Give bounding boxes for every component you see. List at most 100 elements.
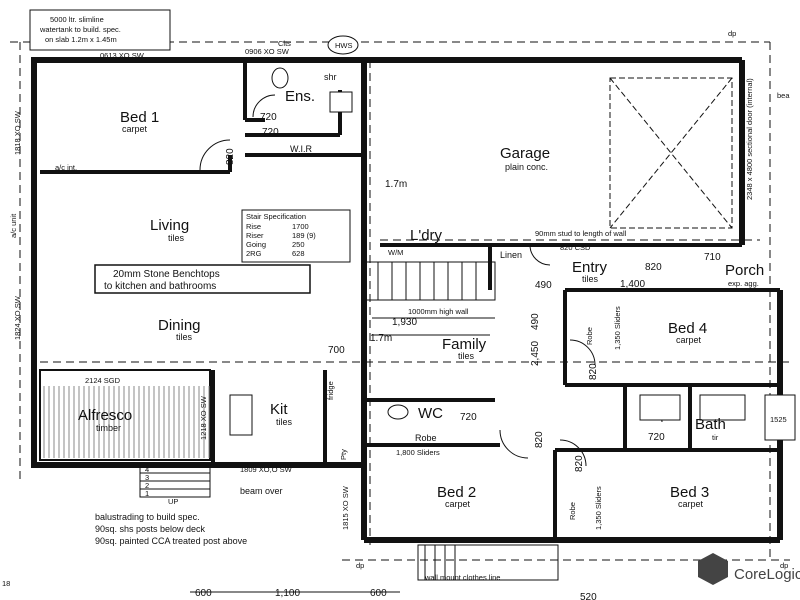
ac-unit-label: a/c unit xyxy=(9,213,18,238)
ac-int-label: a/c int. xyxy=(55,163,77,172)
clts-label: Clts xyxy=(278,39,291,48)
downpipe-3: dp xyxy=(780,561,788,570)
step-4: 4 xyxy=(145,465,149,474)
dim-520: 520 xyxy=(580,592,597,600)
alfresco-deck xyxy=(39,369,211,461)
downpipe-1: dp xyxy=(728,29,736,38)
dim-2450: 2,450 xyxy=(530,341,541,366)
sliders-bed4: 1,350 Sliders xyxy=(613,306,622,350)
robe-bed4: Robe xyxy=(585,327,594,345)
room-bed2: Bed 2 xyxy=(437,484,476,501)
window-code-side-2: 1824 XO SW xyxy=(13,295,22,340)
room-ensuite: Ens. xyxy=(285,88,315,105)
room-living: Living xyxy=(150,217,189,234)
window-code-side-3: 1218 XO SW xyxy=(199,395,208,440)
note-cca-post: 90sq. painted CCA treated post above xyxy=(95,536,247,546)
garage-car-space xyxy=(609,77,733,229)
wall-note: 1000mm high wall xyxy=(408,307,469,316)
note-beam-over: beam over xyxy=(240,486,283,496)
room-family-floor: tiles xyxy=(458,351,475,361)
room-washing-machine: W/M xyxy=(388,248,403,257)
dim-490: 490 xyxy=(535,280,552,291)
dim-600-right: 600 xyxy=(370,588,387,599)
door-swings xyxy=(199,94,663,467)
stair-spec-row-2-label: Riser xyxy=(246,231,264,240)
room-entry: Entry xyxy=(572,259,608,276)
dim-1809: 1809 XO,O SW xyxy=(240,465,293,474)
step-3: 3 xyxy=(145,473,149,482)
garage-door-note: 2348 x 4800 sectional door (internal) xyxy=(745,78,754,200)
room-bath-floor: tir xyxy=(712,433,719,442)
dim-600-left: 600 xyxy=(195,588,212,599)
interior-walls xyxy=(40,60,780,540)
dim-720-wir: 720 xyxy=(262,127,279,138)
room-porch: Porch xyxy=(725,262,764,279)
dim-720-bath: 720 xyxy=(648,432,665,443)
room-alfresco-floor: timber xyxy=(96,423,121,433)
note-clothes-line: wall mount clothes line xyxy=(424,573,500,582)
stair-spec-row-1-label: Rise xyxy=(246,222,261,231)
dim-720-wc: 720 xyxy=(460,412,477,423)
room-bed3: Bed 3 xyxy=(670,484,709,501)
eave-line xyxy=(10,41,790,561)
stair-treads xyxy=(364,261,496,301)
stair-spec-row-3-label: Going xyxy=(246,240,266,249)
note-shs-posts: 90sq. shs posts below deck xyxy=(95,524,206,534)
room-entry-floor: tiles xyxy=(582,274,599,284)
stairs-up-label: UP xyxy=(168,497,178,506)
dim-820-bed4: 820 xyxy=(588,363,599,380)
tank-note-line-3: on slab 1.2m x 1.45m xyxy=(45,35,117,44)
dim-1-7m-garage: 1.7m xyxy=(385,179,407,190)
room-kitchen-floor: tiles xyxy=(276,417,293,427)
downpipe-2: dp xyxy=(356,561,364,570)
dim-1400: 1,400 xyxy=(620,279,645,290)
robe-bed3: Robe xyxy=(568,502,577,520)
stair-spec-row-2-value: 189 (9) xyxy=(292,231,316,240)
bea-label: bea xyxy=(777,91,790,100)
dim-490-vertical: 490 xyxy=(530,313,541,330)
corelogic-watermark: CoreLogic xyxy=(734,566,800,583)
window-code-side-1: 1818 XO SW xyxy=(13,110,22,155)
room-bed4-floor: carpet xyxy=(676,335,702,345)
room-alfresco: Alfresco xyxy=(78,407,132,424)
stair-spec-row-1-value: 1700 xyxy=(292,222,309,231)
room-porch-floor: exp. agg. xyxy=(728,279,759,288)
dim-700: 700 xyxy=(328,345,345,356)
room-pantry: Pty xyxy=(339,449,348,460)
room-garage: Garage xyxy=(500,145,550,162)
room-wc: WC xyxy=(418,405,443,422)
dim-820-bed3: 820 xyxy=(574,455,585,472)
tank-note-box xyxy=(29,9,171,51)
room-laundry: L'dry xyxy=(410,227,443,244)
window-code-top-1: 0906 XO SW xyxy=(245,47,290,56)
sliders-bed3: 1,350 Sliders xyxy=(594,486,603,530)
stair-spec-title: Stair Specification xyxy=(246,212,306,221)
step-2: 2 xyxy=(145,481,149,490)
tank-note-line-1: 5000 ltr. slimline xyxy=(50,15,104,24)
room-kitchen: Kit xyxy=(270,401,288,418)
room-dining-floor: tiles xyxy=(176,332,193,342)
dim-1-7m-family: 1.7m xyxy=(370,333,392,344)
corner-number: 18 xyxy=(2,579,10,588)
stair-spec-box xyxy=(241,209,351,263)
room-family: Family xyxy=(442,336,487,353)
benchtop-note-line-1: 20mm Stone Benchtops xyxy=(113,269,220,280)
room-garage-floor: plain conc. xyxy=(505,162,548,172)
dim-820-bed2: 820 xyxy=(534,431,545,448)
window-code-side-4: 1815 XO SW xyxy=(341,485,350,530)
rear-steps xyxy=(139,464,211,498)
room-bed2-floor: carpet xyxy=(445,499,471,509)
room-bed1-floor: carpet xyxy=(122,124,148,134)
dim-720-ens: 720 xyxy=(260,112,277,123)
corelogic-logo-icon xyxy=(698,553,728,585)
deck-boards xyxy=(43,386,210,458)
benchtop-note-box xyxy=(94,264,311,294)
dim-1930: 1,930 xyxy=(392,317,417,328)
room-living-floor: tiles xyxy=(168,233,185,243)
dim-820-living: 820 xyxy=(225,148,236,165)
room-dining: Dining xyxy=(158,317,201,334)
stair-spec-row-4-value: 628 xyxy=(292,249,305,258)
robe-sliders: 1,800 Sliders xyxy=(396,448,440,457)
benchtop-note-line-2: to kitchen and bathrooms xyxy=(104,281,216,292)
